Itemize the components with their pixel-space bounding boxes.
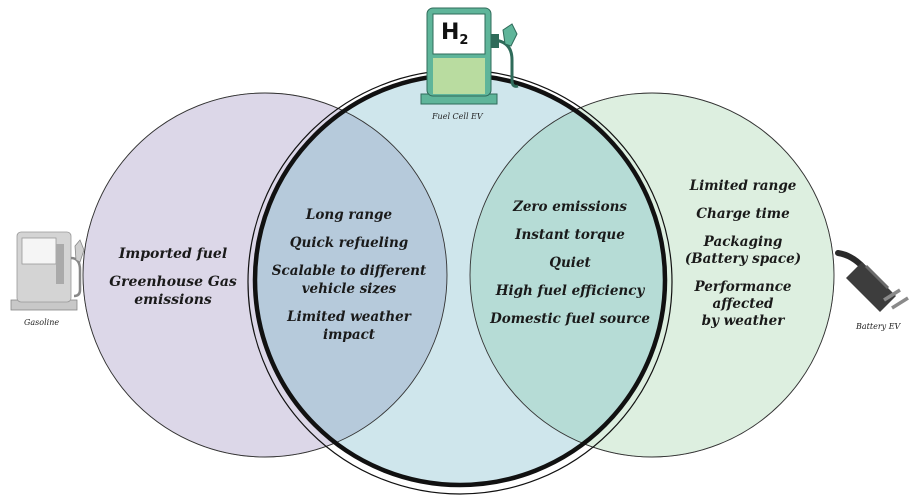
battery-outline (469, 92, 835, 458)
gasoline-outline (82, 92, 448, 458)
battery-item: Packaging (703, 234, 783, 250)
hydrogen-pump-icon (420, 7, 519, 105)
shared-item: Quiet (549, 255, 591, 271)
shared-item: Scalable to different (271, 263, 427, 279)
battery-item: Limited range (689, 178, 797, 194)
battery-item: Performance (694, 279, 792, 295)
shared-item: Quick refueling (289, 235, 409, 251)
gasoline-item: emissions (134, 292, 212, 308)
shared-item: Zero emissions (512, 199, 627, 215)
shared-item: Domestic fuel source (490, 311, 650, 327)
gasoline-item: Greenhouse Gas (109, 274, 237, 290)
battery-label: Battery EV (856, 322, 901, 331)
shared-item: Limited weather impact (287, 309, 411, 343)
battery-item: by weather (701, 313, 785, 329)
battery-item: Charge time (696, 206, 790, 222)
shared-item: Instant torque (515, 227, 625, 243)
pump-h-letter: H (441, 20, 460, 45)
pump-h2-label: H2 (441, 20, 468, 54)
gasoline-label: Gasoline (24, 318, 60, 327)
battery-item: (Battery space) (684, 251, 802, 267)
electric-plug-icon (835, 250, 909, 312)
shared-item: Long range (305, 207, 393, 223)
gasoline-item: Imported fuel (118, 246, 228, 262)
gasoline-fuelcell-overlap (255, 93, 447, 457)
fuelcell-label: Fuel Cell EV (432, 112, 483, 121)
gasoline-fuelcell-text: Long range Quick refueling Scalable to d… (266, 206, 432, 344)
battery-item: affected (712, 296, 774, 312)
fuelcell-battery-overlap (470, 93, 665, 457)
battery-only-text: Limited range Charge time Packaging (Bat… (676, 178, 810, 330)
pump-h-subscript: 2 (459, 33, 469, 48)
gasoline-only-text: Imported fuel Greenhouse Gas emissions (108, 245, 238, 309)
fuelcell-battery-text: Zero emissions Instant torque Quiet High… (488, 198, 652, 328)
gas-pump-icon (10, 231, 85, 311)
shared-item: High fuel efficiency (495, 283, 645, 299)
shared-item: vehicle sizes (301, 281, 397, 297)
